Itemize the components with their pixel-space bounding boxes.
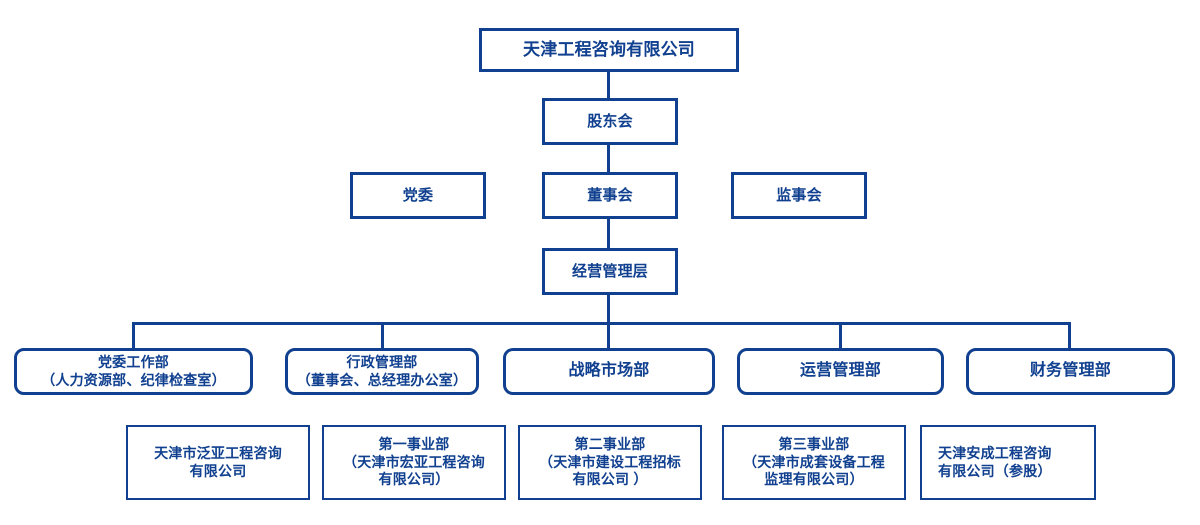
connector-management-to-bus [607, 295, 610, 324]
connector-drop-finance-management-dept [1068, 322, 1071, 348]
node-operations-management-dept[interactable]: 运营管理部 [737, 348, 944, 395]
node-strategy-market-dept[interactable]: 战略市场部 [503, 348, 715, 395]
node-admin-management-dept[interactable]: 行政管理部 （董事会、总经理办公室） [285, 348, 479, 395]
node-party-committee[interactable]: 党委 [350, 172, 486, 219]
node-shareholders-meeting[interactable]: 股东会 [542, 98, 678, 145]
connector-drop-party-work-dept [132, 322, 135, 348]
node-division-2[interactable]: 第二事业部 （天津市建设工程招标 有限公司 ） [518, 425, 702, 500]
connector-drop-strategy-market-dept [607, 322, 610, 348]
connector-root-to-shareholders [607, 72, 610, 98]
node-board-of-directors[interactable]: 董事会 [542, 172, 678, 219]
node-subsidiary-panya[interactable]: 天津市泛亚工程咨询 有限公司 [126, 425, 310, 500]
node-management-layer[interactable]: 经营管理层 [542, 248, 678, 295]
node-finance-management-dept[interactable]: 财务管理部 [966, 348, 1175, 395]
connector-departments-bus-bar [132, 322, 1071, 325]
node-party-work-dept[interactable]: 党委工作部 （人力资源部、纪律检查室） [14, 348, 253, 395]
node-subsidiary-ancheng[interactable]: 天津安成工程咨询 有限公司（参股） [920, 425, 1096, 500]
node-division-1[interactable]: 第一事业部 （天津市宏亚工程咨询 有限公司） [322, 425, 506, 500]
node-root-company[interactable]: 天津工程咨询有限公司 [479, 28, 739, 72]
node-board-of-supervisors[interactable]: 监事会 [731, 172, 867, 219]
node-division-3[interactable]: 第三事业部 （天津市成套设备工程 监理有限公司） [722, 425, 906, 500]
connector-shareholders-to-board [607, 145, 610, 172]
connector-board-to-management [607, 219, 610, 248]
connector-drop-admin-management-dept [381, 322, 384, 348]
connector-drop-operations-management-dept [839, 322, 842, 348]
